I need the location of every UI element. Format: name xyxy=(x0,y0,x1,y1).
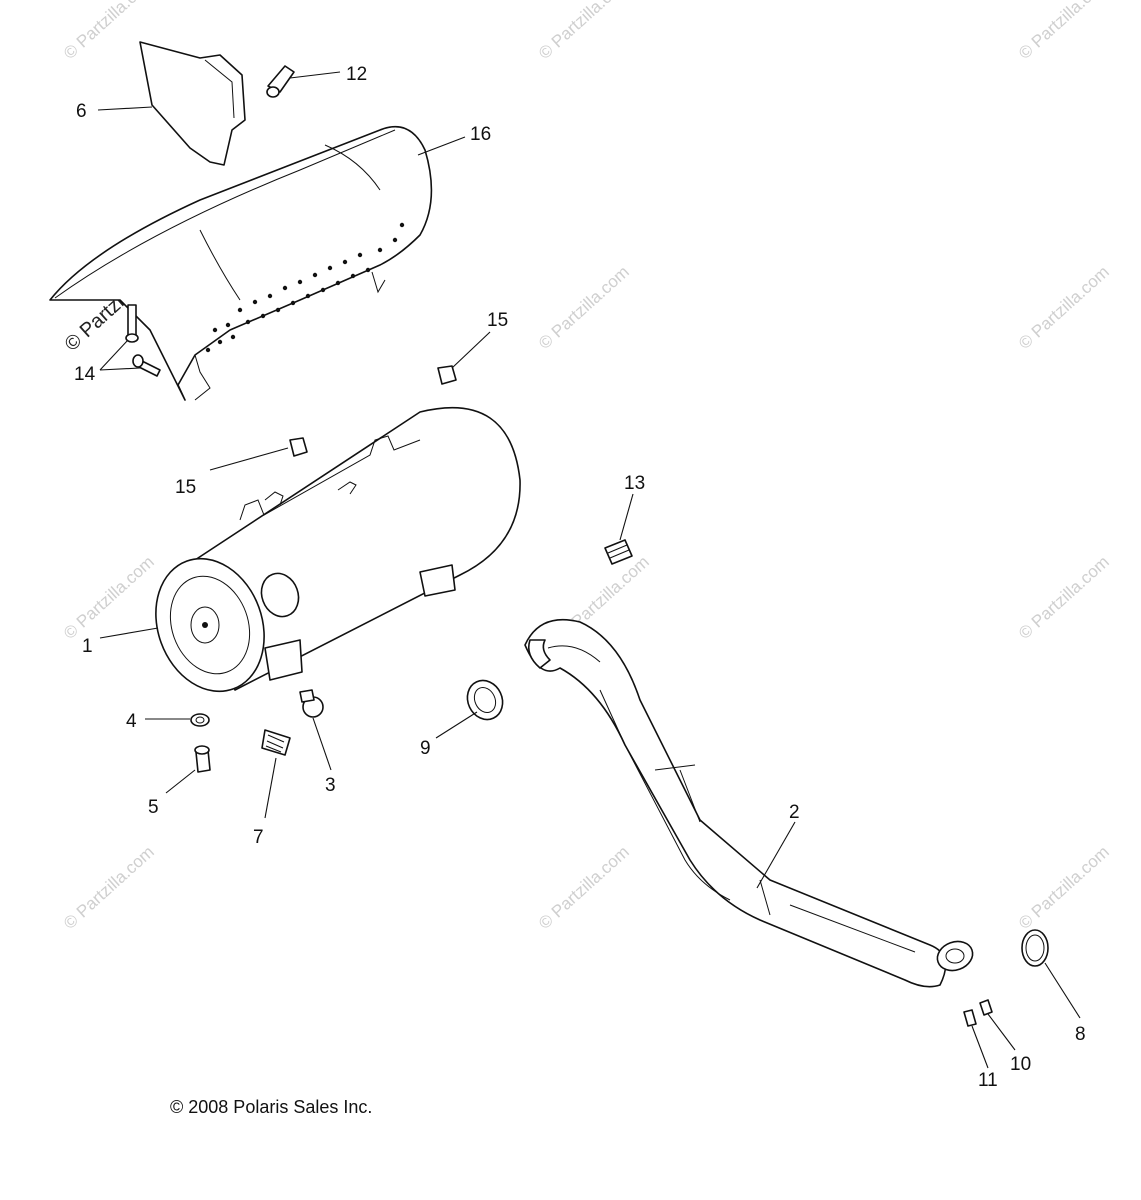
watermark: © Partzilla.com xyxy=(1015,262,1113,353)
watermark: © Partzilla.com xyxy=(535,842,633,933)
watermark: © Partzilla.com xyxy=(1015,842,1113,933)
callout-15-upper: 15 xyxy=(487,310,508,331)
callout-6: 6 xyxy=(76,101,87,122)
copyright-notice: © 2008 Polaris Sales Inc. xyxy=(170,1097,373,1117)
part-16-heat-shield xyxy=(49,125,433,401)
part-15-clip-upper xyxy=(437,365,457,385)
part-14-bolts xyxy=(125,304,161,377)
part-7-spring xyxy=(261,729,291,756)
callout-4: 4 xyxy=(126,711,137,732)
part-12-bolt xyxy=(266,65,295,98)
shield-perforations xyxy=(205,222,405,353)
part-9-gasket xyxy=(466,679,504,721)
callout-7: 7 xyxy=(253,827,264,848)
watermark: © Partzilla.com xyxy=(535,262,633,353)
part-5-bolt xyxy=(194,745,211,773)
callout-2: 2 xyxy=(789,802,800,823)
part-11-spacer xyxy=(963,1009,977,1027)
part-2-head-pipe xyxy=(524,618,974,988)
watermark: © Partzilla.com xyxy=(1015,0,1113,63)
watermark: © Partzilla.com xyxy=(60,552,158,643)
callout-15-lower: 15 xyxy=(175,477,196,498)
part-10-pin xyxy=(979,999,993,1016)
callout-3: 3 xyxy=(325,775,336,796)
callout-10: 10 xyxy=(1010,1054,1031,1075)
callout-5: 5 xyxy=(148,797,159,818)
watermark: © Partzilla.com xyxy=(60,842,158,933)
callout-8: 8 xyxy=(1075,1024,1086,1045)
part-15-clip-lower xyxy=(289,437,308,457)
callout-16: 16 xyxy=(470,124,491,145)
callout-12: 12 xyxy=(346,64,367,85)
leader-lines xyxy=(97,71,1081,1069)
callout-11: 11 xyxy=(978,1070,998,1091)
part-13-spring xyxy=(604,539,633,565)
part-6-shield-plate xyxy=(139,41,246,166)
callout-14: 14 xyxy=(74,364,96,385)
callout-9: 9 xyxy=(420,738,431,759)
part-4-washer xyxy=(190,713,210,727)
callout-13: 13 xyxy=(624,473,645,494)
watermark: © Partzilla.com xyxy=(1015,552,1113,643)
part-3-plug xyxy=(299,689,324,718)
callout-labels: 1 2 3 4 5 6 7 8 9 10 11 12 13 14 15 15 1… xyxy=(74,64,1086,1091)
watermark: © Partzilla.com xyxy=(535,0,633,63)
part-8-seal-ring xyxy=(1021,929,1049,967)
callout-1: 1 xyxy=(82,636,93,657)
part-1-muffler xyxy=(155,407,521,693)
